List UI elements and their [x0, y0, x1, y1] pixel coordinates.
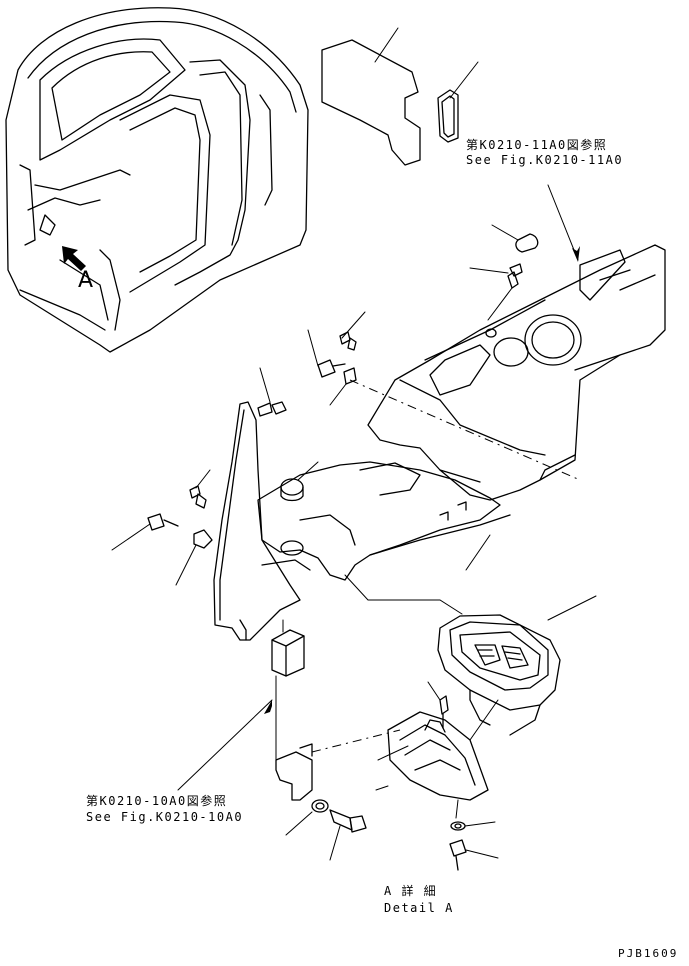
- monitor-detail: [437, 614, 561, 736]
- detail-caption-ja: A 詳 細: [384, 884, 438, 898]
- ref-bottom-ja: 第K0210-10A0図参照: [86, 794, 228, 808]
- ref-top-en: See Fig.K0210-11A0: [466, 153, 624, 167]
- clip-left: [147, 485, 213, 549]
- washer-bolt-bottom: [311, 799, 367, 833]
- clip-cluster-center: [317, 331, 357, 385]
- console-assembly: [367, 244, 666, 501]
- seal-part: [437, 89, 459, 143]
- detail-caption-en: Detail A: [384, 901, 454, 915]
- lower-panel: [257, 461, 511, 581]
- connector-block: [271, 629, 305, 677]
- ref-bottom-en: See Fig.K0210-10A0: [86, 810, 244, 824]
- ref-top-ja: 第K0210-11A0図参照: [466, 138, 608, 152]
- screw-top: [507, 263, 523, 289]
- cover-panel: [321, 39, 421, 166]
- cab-outline: [5, 7, 309, 353]
- side-panel: [213, 401, 311, 641]
- view-arrow-icon: [62, 246, 86, 271]
- knob-cap: [515, 233, 539, 253]
- drawing-code: PJB1609: [618, 947, 679, 960]
- bolt-detail: [449, 839, 467, 871]
- detail-letter-a: A: [78, 268, 94, 293]
- bracket-lower: [275, 743, 313, 801]
- washer-detail: [450, 821, 466, 831]
- monitor-bracket: [387, 711, 489, 801]
- screw-detail: [439, 695, 449, 729]
- bolt-upper: [257, 401, 287, 417]
